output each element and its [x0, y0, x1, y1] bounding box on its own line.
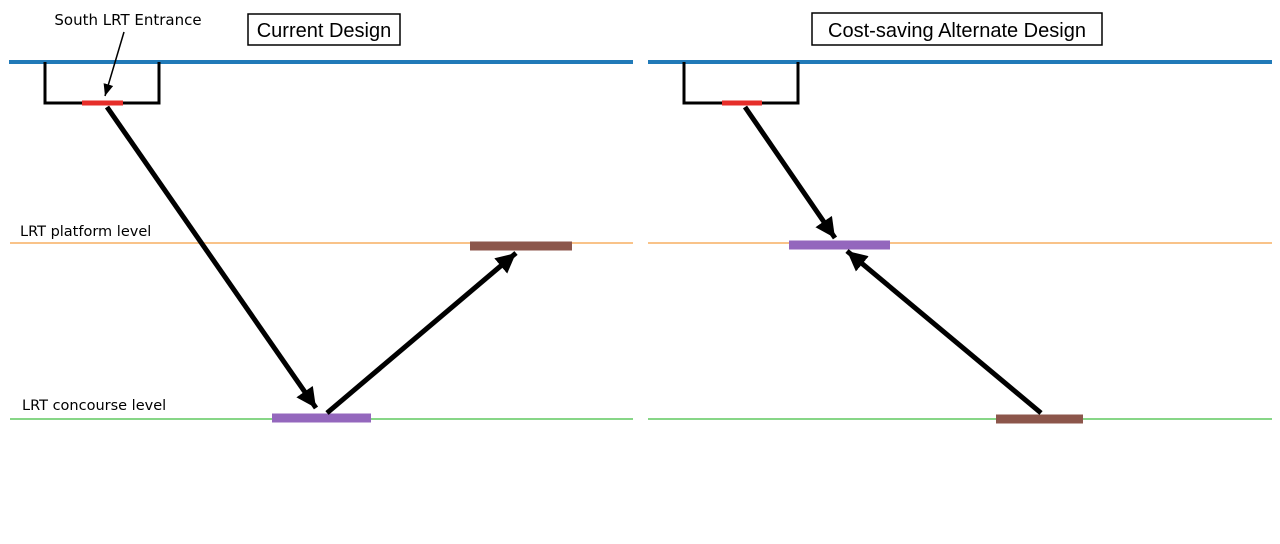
flow-arrow-concourse-to-platform	[845, 249, 1043, 415]
flow-arrow-entrance-to-platform	[742, 105, 838, 240]
entrance-box	[43, 62, 161, 105]
entrance-box	[682, 62, 800, 105]
current-design-title: Current Design	[257, 20, 392, 42]
current-design-panel: South LRT Entrance Current Design LRT pl…	[9, 11, 633, 423]
flow-arrow-entrance-to-concourse	[104, 105, 319, 410]
alternate-design-title-box	[811, 12, 1103, 46]
current-design-title-box	[247, 13, 401, 46]
alternate-design-panel: Cost-saving Alternate Design	[648, 12, 1272, 424]
alternate-design-title: Cost-saving Alternate Design	[828, 20, 1086, 42]
flow-arrow-concourse-to-platform	[325, 251, 518, 415]
concourse-level-label: LRT concourse level	[22, 398, 166, 414]
entrance-annotation-label: South LRT Entrance	[54, 11, 201, 29]
platform-level-label: LRT platform level	[20, 224, 151, 240]
entrance-annotation-arrow	[103, 31, 125, 97]
